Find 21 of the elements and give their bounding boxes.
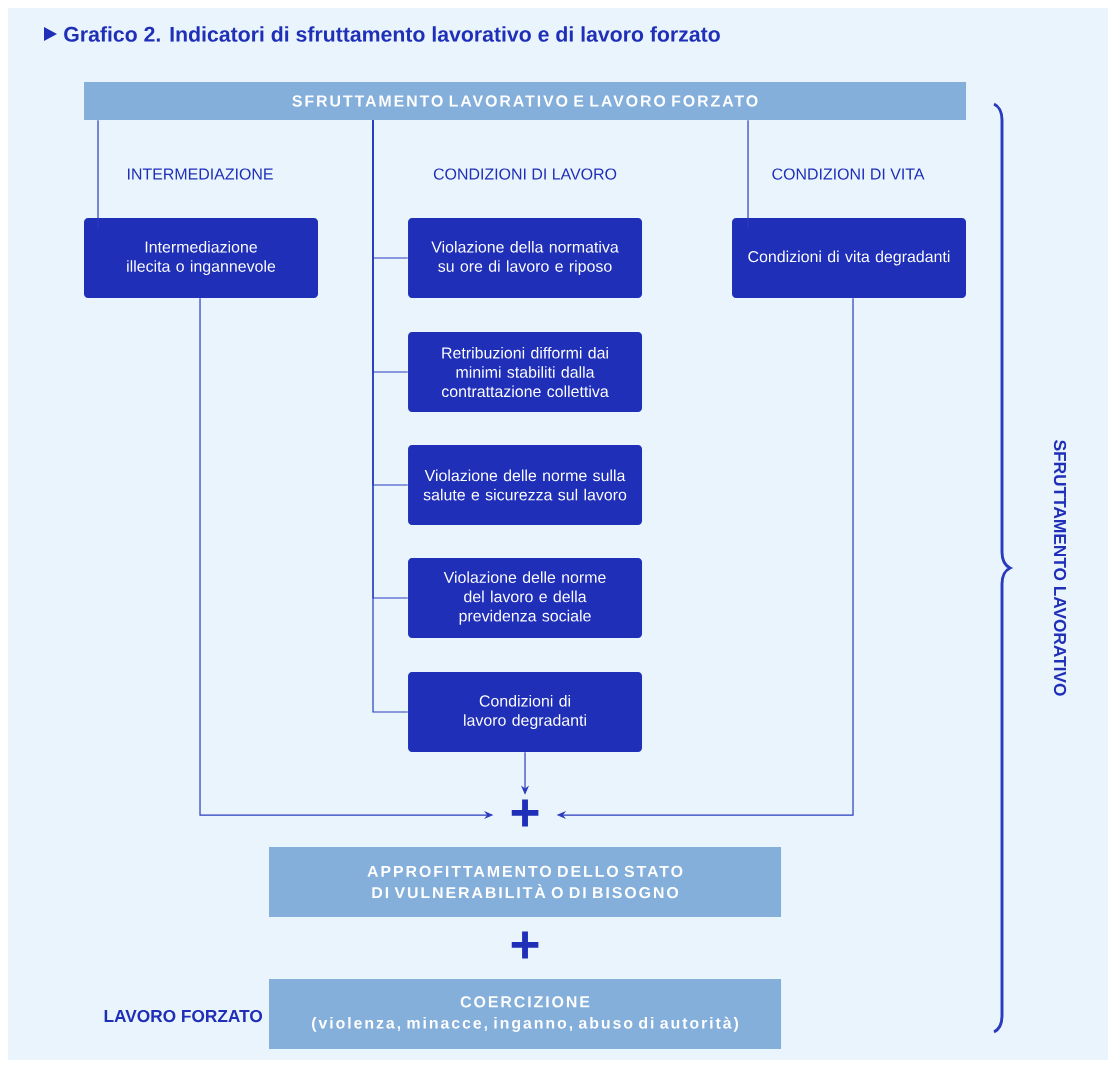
column-heading: INTERMEDIAZIONE [128,168,273,180]
title: Grafico 2. Indicatori di sfruttamento lavorativo e di lavoro forzato [64,26,720,42]
connector [747,119,749,230]
side-label: LAVORO FORZATO [104,1009,263,1023]
indicator-box: Violazione delle norme sulla salute e sicurezza sul lavoro [408,445,642,525]
plus-sign: + [511,799,539,827]
brace-label: SFRUTTAMENTO LAVORATIVO [1053,440,1067,696]
indicator-box: Condizioni di vita degradanti [732,218,966,298]
indicator-box: Violazione della normativa su ore di lavoro e riposo [408,218,642,298]
column-heading: CONDIZIONI DI VITA [772,168,925,180]
indicator-box: Intermediazione illecita o ingannevole [84,218,318,298]
plus-sign: + [511,931,539,959]
connector [372,119,409,713]
condition-box: APPROFITTAMENTO DELLO STATO DI VULNERABILITÀ O DI BISOGNO [269,847,782,917]
column-heading: CONDIZIONI DI LAVORO [433,168,617,180]
connector [97,119,99,230]
indicator-box: Condizioni di lavoro degradanti [408,672,642,752]
indicator-box: Retribuzioni difformi dai minimi stabiliti dalla contrattazione collettiva [408,332,642,412]
condition-box: COERCIZIONE (violenza, minacce, inganno, abuso di autorità) [269,979,782,1049]
indicator-box: Violazione delle norme del lavoro e della previdenza sociale [408,558,642,638]
header-bar: SFRUTTAMENTO LAVORATIVO E LAVORO FORZATO [84,82,967,120]
